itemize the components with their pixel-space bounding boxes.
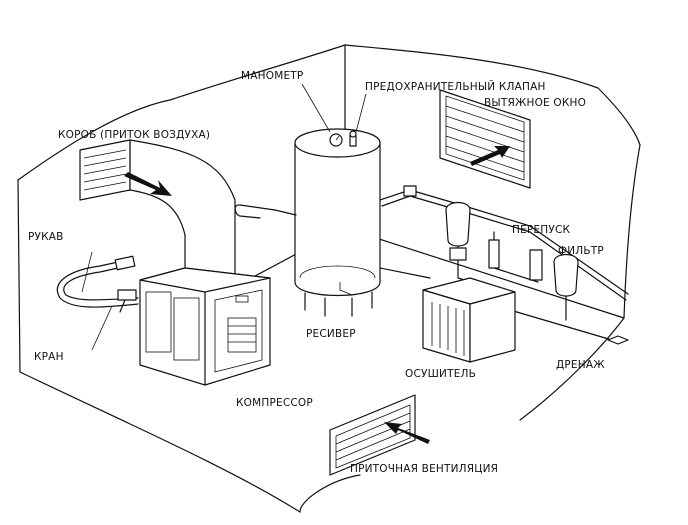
air-intake-duct bbox=[79, 139, 236, 286]
duct-airflow-arrow bbox=[124, 172, 172, 196]
label-sleeve: РУКАВ bbox=[28, 231, 64, 243]
label-filter: ФИЛЬТР bbox=[558, 245, 604, 257]
valve bbox=[117, 289, 137, 313]
compressor bbox=[139, 267, 271, 386]
label-drain: ДРЕНАЖ bbox=[556, 359, 605, 371]
label-dryer: ОСУШИТЕЛЬ bbox=[405, 368, 476, 380]
supply-airflow-arrow bbox=[384, 422, 430, 444]
label-bypass: ПЕРЕПУСК bbox=[512, 224, 571, 236]
label-valve: КРАН bbox=[34, 351, 64, 363]
label-receiver: РЕСИВЕР bbox=[306, 328, 356, 340]
bypass-fittings bbox=[488, 239, 543, 281]
filter-2 bbox=[553, 253, 579, 297]
filter-1 bbox=[445, 201, 471, 261]
duct-grille bbox=[83, 149, 127, 191]
label-supply-ventilation: ПРИТОЧНАЯ ВЕНТИЛЯЦИЯ bbox=[350, 463, 498, 475]
supply-ventilation-grille bbox=[329, 394, 430, 476]
receiver-tank bbox=[234, 128, 381, 317]
label-manometer: МАНОМЕТР bbox=[241, 70, 303, 82]
label-compressor: КОМПРЕССОР bbox=[236, 397, 313, 409]
safety-valve-fitting bbox=[349, 130, 357, 147]
dryer bbox=[422, 277, 516, 363]
label-exhaust-window: ВЫТЯЖНОЕ ОКНО bbox=[484, 97, 586, 109]
room-walls bbox=[17, 44, 641, 513]
leader-lines bbox=[81, 83, 367, 351]
exhaust-airflow-arrow bbox=[470, 146, 510, 166]
label-duct: КОРОБ (ПРИТОК ВОЗДУХА) bbox=[58, 129, 210, 141]
manometer-gauge bbox=[329, 133, 343, 147]
label-safety-valve: ПРЕДОХРАНИТЕЛЬНЫЙ КЛАПАН bbox=[365, 80, 546, 93]
drain-fitting bbox=[607, 335, 629, 345]
exhaust-window bbox=[439, 89, 531, 189]
sleeve-hose bbox=[56, 255, 139, 308]
labels: МАНОМЕТР ПРЕДОХРАНИТЕЛЬНЫЙ КЛАПАН ВЫТЯЖН… bbox=[28, 70, 605, 475]
